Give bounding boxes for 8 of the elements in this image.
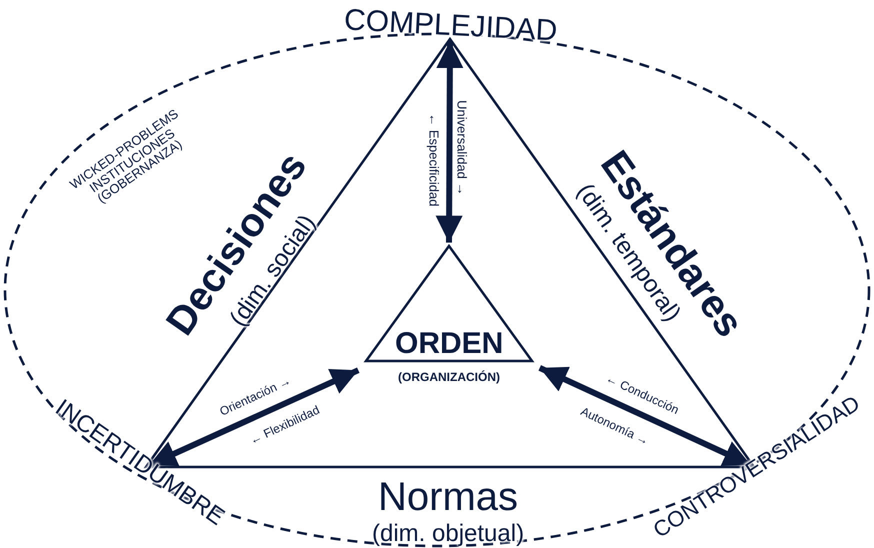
center-subtitle: (ORGANIZACIÓN)	[398, 370, 500, 384]
double-arrow	[436, 41, 464, 243]
side-heading: Normas	[378, 476, 518, 518]
center-heading: ORDEN	[395, 328, 504, 360]
ellipse-heading: COMPLEJIDAD	[342, 4, 558, 48]
arrow-label: Universalidad →	[454, 100, 468, 196]
side-subtitle: (dim. objetual)	[372, 520, 524, 546]
arrow-label: ← Especificidad	[426, 113, 440, 206]
